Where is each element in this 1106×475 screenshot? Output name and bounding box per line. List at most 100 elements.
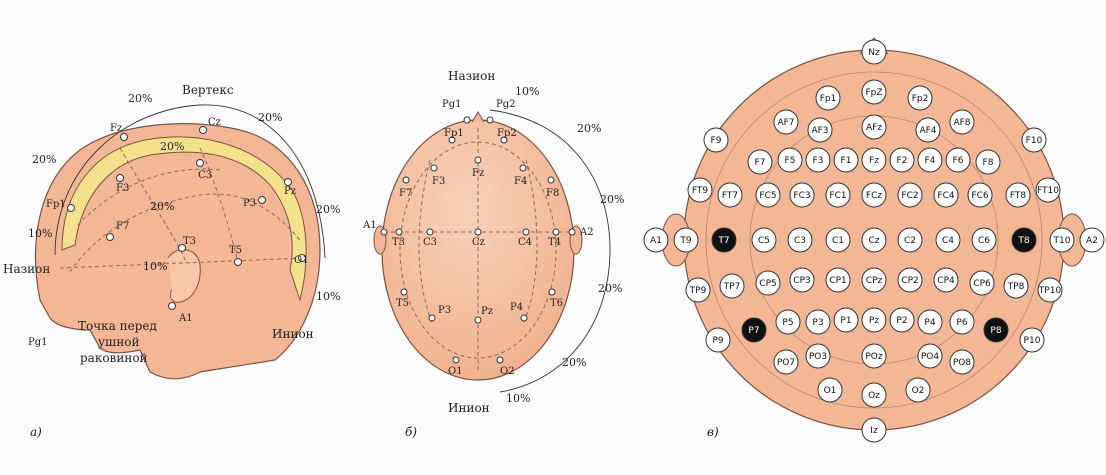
pct-a-2: 20% <box>258 111 282 124</box>
electrode-cp4 <box>933 267 959 293</box>
label-b-f4: F4 <box>514 176 527 187</box>
electrode-af7 <box>773 109 799 135</box>
label-a1: A1 <box>178 313 193 324</box>
label-b-t5: T5 <box>396 298 409 309</box>
electrode-f5 <box>777 147 803 173</box>
label-f3: F3 <box>116 183 129 194</box>
panel-b-top-view: Pg1 Pg2 Fp1 Fp2 F7 F3 Fz F4 F8 A1 T3 C3 … <box>362 69 624 439</box>
electrode-tp8 <box>1003 273 1029 299</box>
electrode-cp3 <box>789 267 815 293</box>
electrode-label-po7: PO7 <box>777 358 795 368</box>
electrode-o1 <box>817 377 843 403</box>
electrode-po4 <box>917 343 943 369</box>
electrode-label-t8: T8 <box>1017 236 1029 246</box>
pct-a-4: 20% <box>160 140 184 153</box>
electrode-cp2 <box>897 267 923 293</box>
electrode-fcz <box>861 182 887 208</box>
electrode-label-c2: C2 <box>904 236 916 246</box>
electrode-label-ft10: FT10 <box>1037 186 1059 196</box>
electrode-tp7 <box>719 273 745 299</box>
electrode-t8 <box>1011 227 1037 253</box>
electrode-o2 <box>905 377 931 403</box>
electrode-fc5 <box>755 182 781 208</box>
electrode-iz <box>861 417 887 443</box>
electrode-ft8 <box>1005 182 1031 208</box>
ear-point-label-3: раковиной <box>80 351 148 365</box>
electrode-label-t9: T9 <box>679 236 691 246</box>
electrode-label-tp8: TP8 <box>1007 282 1025 292</box>
label-b-p3: P3 <box>438 305 451 316</box>
label-b-t3: T3 <box>392 237 405 248</box>
cortex-band <box>61 136 307 302</box>
label-fz: Fz <box>110 123 122 134</box>
pct-b-5: 20% <box>562 356 586 369</box>
pct-a-7: 10% <box>28 227 52 240</box>
electrode-label-po3: PO3 <box>809 352 827 362</box>
label-o1: O1 <box>294 255 309 266</box>
electrode-label-p2: P2 <box>896 316 907 326</box>
electrode-c1 <box>825 227 851 253</box>
label-b-a1: A1 <box>362 220 377 231</box>
electrode-label-f8: F8 <box>983 158 994 168</box>
electrode-t10 <box>1049 227 1075 253</box>
electrode-label-po8: PO8 <box>953 358 972 368</box>
label-t3: T3 <box>183 236 196 247</box>
electrode-oz <box>861 382 887 408</box>
electrode-label-po4: PO4 <box>921 352 940 362</box>
electrode-label-p9: P9 <box>712 336 723 346</box>
electrode-p5 <box>775 309 801 335</box>
electrode-f7 <box>747 149 773 175</box>
label-t5: T5 <box>229 245 242 256</box>
electrode-a1 <box>643 227 669 253</box>
electrode-label-fc6: FC6 <box>971 191 988 201</box>
label-b-pg1: Pg1 <box>442 99 462 110</box>
label-b-pz: Pz <box>481 306 493 317</box>
label-fp1: Fp1 <box>46 199 66 210</box>
electrode-ft7 <box>717 182 743 208</box>
electrode-label-f3: F3 <box>813 156 824 166</box>
label-pz: Pz <box>284 186 296 197</box>
electrode-label-ft7: FT7 <box>722 191 738 201</box>
electrode-cp1 <box>825 267 851 293</box>
electrode-fc2 <box>897 182 923 208</box>
electrode-label-af7: AF7 <box>777 118 794 128</box>
label-pg1: Pg1 <box>28 337 48 348</box>
pct-b-3: 20% <box>600 193 624 206</box>
label-b-cz: Cz <box>472 237 485 248</box>
electrode-c4 <box>935 227 961 253</box>
panel-a-side-view: Fp1 F7 F3 Fz Cz C3 P3 Pz T3 T5 O1 A1 Pg1… <box>3 83 340 439</box>
pct-b-2: 20% <box>577 122 601 135</box>
electrode-label-t10: T10 <box>1053 236 1071 246</box>
electrode-a2 <box>1079 227 1105 253</box>
electrode-label-af3: AF3 <box>811 126 828 136</box>
electrode-label-iz: Iz <box>870 426 878 436</box>
electrode-af4 <box>915 117 941 143</box>
electrode-label-fcz: FCz <box>866 191 882 201</box>
electrode-afz <box>861 114 887 140</box>
electrode-label-p8: P8 <box>990 326 1001 336</box>
electrode-label-cp1: CP1 <box>829 276 846 286</box>
electrode-fp2 <box>907 85 933 111</box>
electrode-c6 <box>971 227 997 253</box>
electrode-fc6 <box>967 182 993 208</box>
electrode-fc3 <box>789 182 815 208</box>
caption-c: в) <box>707 425 719 439</box>
label-b-fp1: Fp1 <box>444 128 464 139</box>
electrode-p4 <box>917 309 943 335</box>
electrode-p1 <box>833 307 859 333</box>
electrode-label-c1: C1 <box>832 236 844 246</box>
electrode-label-cp6: CP6 <box>973 279 991 289</box>
vertex-label: Вертекс <box>182 83 234 97</box>
electrode-cpz <box>861 267 887 293</box>
electrode-nz <box>861 39 887 65</box>
electrode-label-cp3: CP3 <box>793 276 810 286</box>
ear-point-label: Точка перед <box>78 319 157 333</box>
electrode-label-p3: P3 <box>812 318 823 328</box>
electrode-label-p6: P6 <box>956 318 967 328</box>
electrode-p7 <box>741 317 767 343</box>
electrode-label-f5: F5 <box>785 156 796 166</box>
electrode-po7 <box>773 349 799 375</box>
electrode-ft9 <box>687 177 713 203</box>
label-p3: P3 <box>243 198 256 209</box>
